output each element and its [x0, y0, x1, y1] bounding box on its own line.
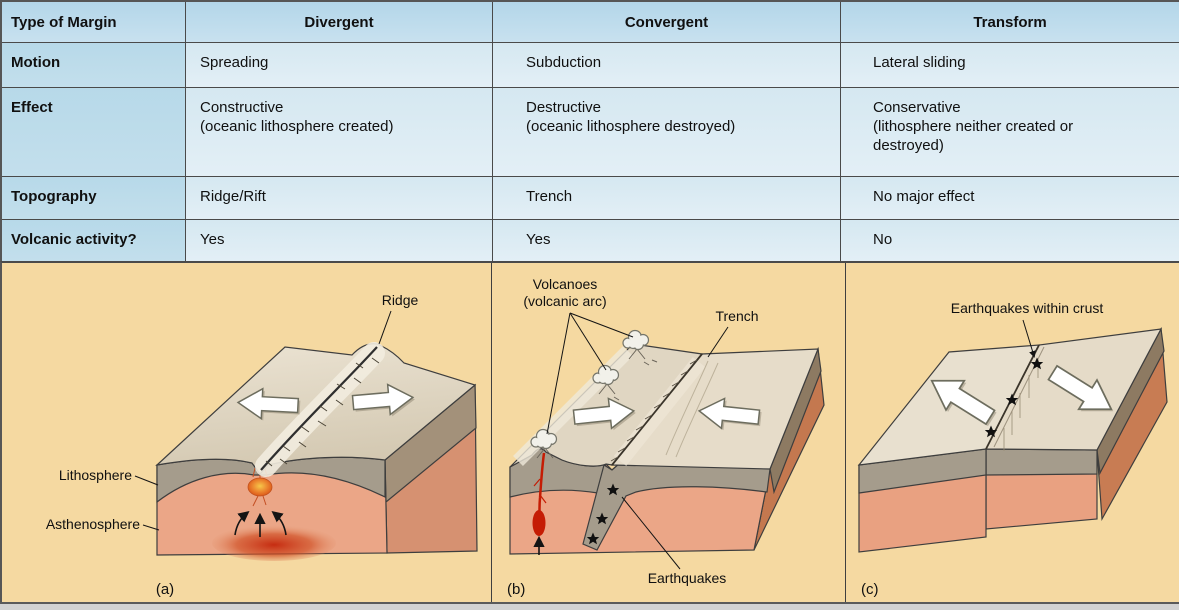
volcanoes-leader-lines — [546, 312, 634, 435]
cell-topography-divergent: Ridge/Rift — [186, 177, 492, 219]
cell-volcanic-convergent: Yes — [493, 220, 840, 261]
cell-topography-transform: No major effect — [841, 177, 1179, 219]
caption-a: (a) — [156, 581, 174, 598]
volcanoes-label-line2: (volcanic arc) — [523, 293, 606, 309]
ridge-label: Ridge — [382, 292, 419, 308]
panel-divider — [491, 263, 492, 602]
volcanoes-label-line1: Volcanoes — [533, 276, 598, 292]
divergent-block-diagram: Ridge Lithosphere Asthenosphere (a) — [46, 292, 478, 598]
trench-slope-lines — [665, 360, 719, 458]
ridge-crack-line — [260, 346, 378, 471]
trench-line — [611, 353, 703, 466]
cell-effect-divergent: Constructive (oceanic lithosphere create… — [186, 88, 492, 176]
cell-topography-convergent: Trench — [493, 177, 840, 219]
cell-effect-transform: Conservative (lithosphere neither create… — [841, 88, 1179, 176]
cell-motion-convergent: Subduction — [493, 43, 840, 87]
trench-hachures — [610, 359, 698, 462]
row-label-volcanic-activity: Volcanic activity? — [2, 220, 185, 261]
panel-convergent: Volcanoes (volcanic arc) Trench Earthqua… — [492, 263, 845, 602]
convergent-block-diagram: Volcanoes (volcanic arc) Trench Earthqua… — [507, 276, 825, 598]
trench-label: Trench — [715, 308, 758, 324]
earthquakes-leader-line — [621, 496, 681, 570]
arc-magma — [532, 452, 547, 555]
transform-left-front-face — [858, 448, 987, 553]
cell-effect-convergent: Destructive (oceanic lithosphere destroy… — [493, 88, 840, 176]
transform-right-front-face — [985, 448, 1098, 530]
earthquakes-crust-label: Earthquakes within crust — [951, 300, 1104, 316]
header-transform: Transform — [841, 2, 1179, 42]
mantle-flow-arrows — [234, 511, 287, 537]
asthenosphere-label: Asthenosphere — [46, 516, 140, 532]
ridge-leader-line — [378, 310, 392, 345]
asthenosphere-leader-line — [142, 524, 160, 531]
panel-transform: Earthquakes within crust (c) — [846, 263, 1179, 602]
row-label-topography: Topography — [2, 177, 185, 219]
trench-swell-highlight — [613, 357, 706, 466]
trench-leader-line — [707, 326, 729, 358]
caption-b: (b) — [507, 581, 525, 598]
header-convergent: Convergent — [493, 2, 840, 42]
convergent-side-face — [753, 346, 825, 551]
transform-block-diagram: Earthquakes within crust (c) — [857, 300, 1168, 598]
lithosphere-label: Lithosphere — [59, 467, 132, 483]
caption-c: (c) — [861, 581, 879, 598]
panel-divider — [845, 263, 846, 602]
earthquakes-label: Earthquakes — [648, 570, 727, 586]
panel-divergent: Ridge Lithosphere Asthenosphere (a) — [2, 263, 491, 602]
mantle-heat-glow — [212, 525, 336, 561]
header-type-of-margin: Type of Margin — [2, 2, 185, 42]
cell-volcanic-transform: No — [841, 220, 1179, 261]
row-label-effect: Effect — [2, 88, 185, 176]
block-diagrams: Ridge Lithosphere Asthenosphere (a) — [0, 261, 1179, 602]
ridge-hachures — [265, 357, 380, 467]
header-divergent: Divergent — [186, 2, 492, 42]
cell-motion-transform: Lateral sliding — [841, 43, 1179, 87]
figure-bottom-edge — [0, 602, 1179, 610]
cell-volcanic-divergent: Yes — [186, 220, 492, 261]
lithosphere-leader-line — [134, 475, 159, 486]
volcano-icons — [530, 329, 658, 459]
margin-comparison-table: Type of Margin Divergent Convergent Tran… — [0, 0, 1179, 261]
cell-motion-divergent: Spreading — [186, 43, 492, 87]
earthquakes-crust-leader-line — [1022, 319, 1036, 358]
row-label-motion: Motion — [2, 43, 185, 87]
